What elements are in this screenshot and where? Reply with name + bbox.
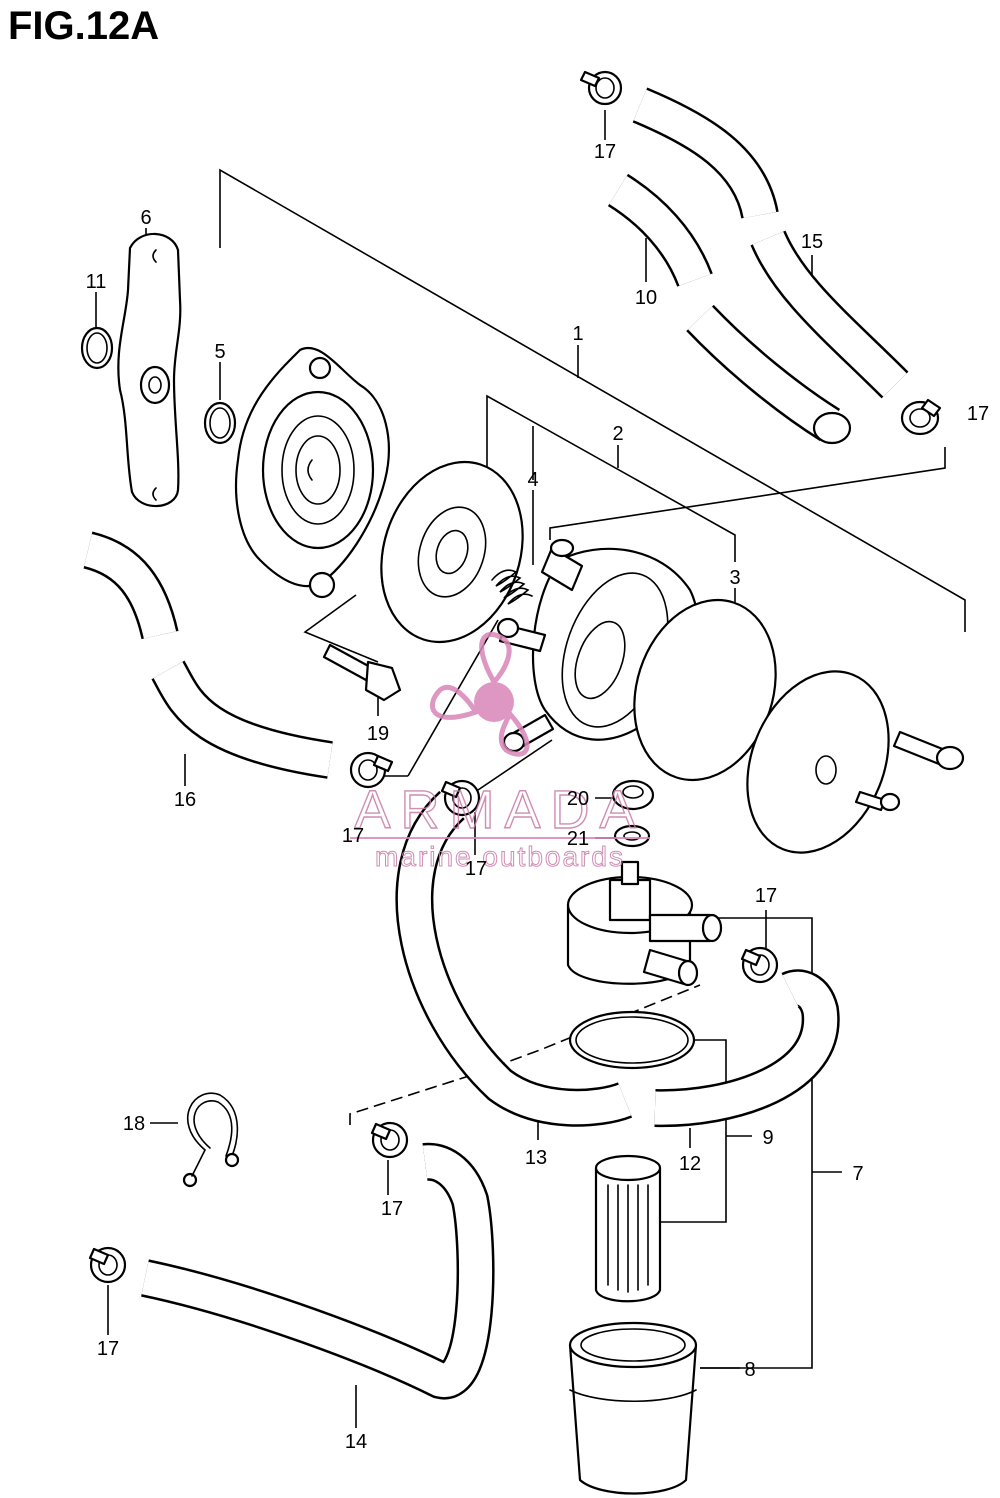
pump-cover [235,347,390,599]
part-21-washer [613,824,651,848]
callout-17-upper-right: 17 [967,403,989,425]
part-17-clamp-lower-middle [370,1121,409,1159]
part-8-filter-cup [568,1321,698,1495]
callout-6: 6 [140,207,151,229]
callout-19: 19 [367,723,389,745]
diaphragm-left [380,460,524,644]
part-4-spring [491,569,533,605]
callout-7: 7 [852,1163,863,1185]
filter-element [594,1154,662,1303]
callout-11: 11 [86,271,107,293]
part-18-clip [182,1092,240,1188]
watermark: ARMADA marine outboards [350,632,650,873]
part-16-hose [82,531,333,779]
callout-1: 1 [572,323,583,345]
callout-5: 5 [214,341,225,363]
part-17-clamp-upper-right [900,398,942,436]
callout-4: 4 [527,469,538,491]
part-20-nut [611,779,655,811]
callout-13: 13 [525,1147,547,1169]
callout-labels: 1 2 3 4 5 6 7 8 9 10 11 12 13 14 15 16 1… [86,141,990,1453]
callout-20: 20 [567,788,589,810]
callout-3: 3 [729,567,740,589]
part-17-clamp-lower-left [88,1246,127,1284]
watermark-tagline: marine outboards [375,841,625,872]
part-17-clamp-right [740,946,779,984]
propeller-logo-icon [429,632,530,757]
part-13-hose [395,790,633,1127]
callout-17-left: 17 [342,825,364,847]
callout-9: 9 [762,1127,773,1149]
filter-o-ring [568,1010,696,1070]
part-14-hose [141,1142,495,1400]
part-5-o-ring [203,401,237,445]
part-17-clamp-top [579,70,623,106]
part-12-hose [654,969,840,1128]
figure-title: FIG.12A [8,4,160,48]
callout-2: 2 [612,423,623,445]
callout-18: 18 [123,1113,145,1135]
callout-17-middle: 17 [465,858,487,880]
part-6-mounting-plate [117,232,182,508]
callout-17-top: 17 [594,141,616,163]
part-19-screw [322,643,402,702]
filter-head [566,860,723,987]
part-11-o-ring [80,326,114,370]
watermark-brand: ARMADA [354,780,645,840]
callout-21: 21 [567,828,589,850]
part-10-hose [607,173,852,445]
callout-14: 14 [345,1431,367,1453]
pump-rear-cover [746,670,965,854]
callout-10: 10 [635,287,657,309]
callout-17-right: 17 [755,885,777,907]
callout-12: 12 [679,1153,701,1175]
callout-17-lower-left: 17 [97,1338,119,1360]
callout-16: 16 [174,789,196,811]
callout-17-lower-middle: 17 [381,1198,403,1220]
part-17-clamp-middle [440,779,481,817]
callout-8: 8 [744,1359,755,1381]
callout-15: 15 [801,231,823,253]
part-17-clamp-left [349,751,394,789]
part-15-hose [632,87,909,399]
